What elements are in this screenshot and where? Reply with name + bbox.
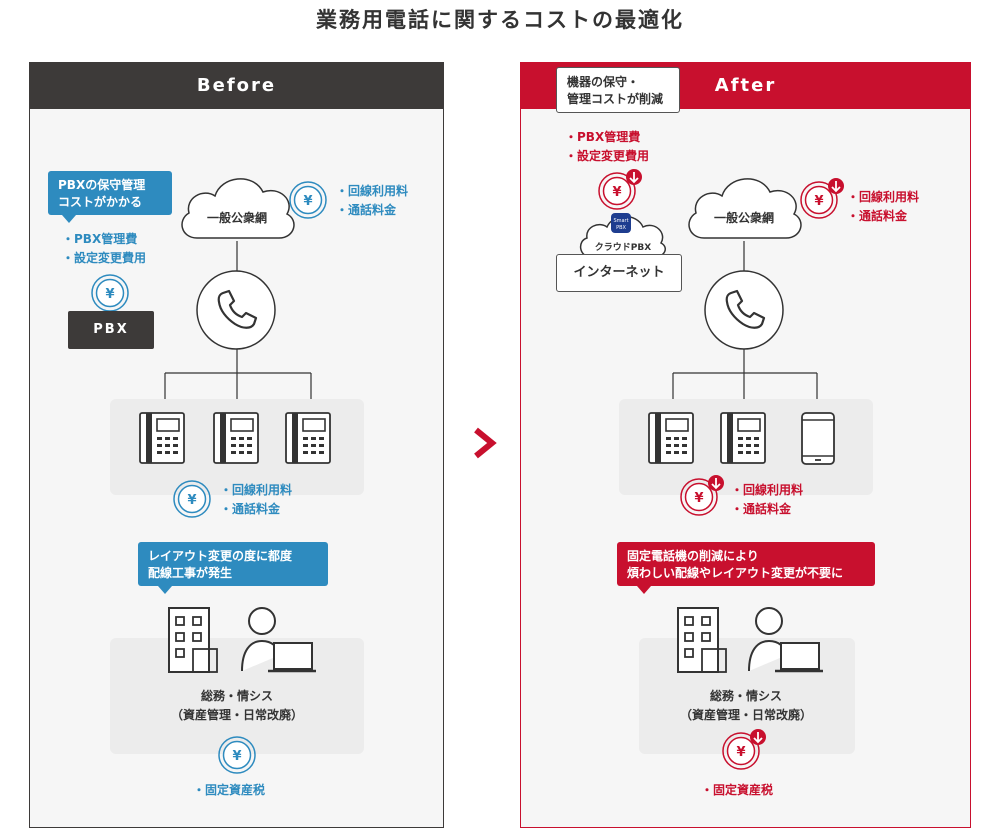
yen-down-icon: ¥ bbox=[722, 729, 766, 770]
maintenance-callout: 機器の保守・ 管理コストが削減 bbox=[556, 67, 680, 113]
cloud-label: 一般公衆網 bbox=[713, 211, 774, 225]
callout-tail bbox=[62, 215, 76, 223]
pbx-box: PBX bbox=[68, 311, 154, 349]
layout-callout: レイアウト変更の度に都度 配線工事が発生 bbox=[138, 542, 328, 594]
pbx-cost-2: ・設定変更費用 bbox=[565, 149, 650, 163]
callout-line: 機器の保守・ bbox=[567, 75, 640, 89]
callout-line: 煩わしい配線やレイアウト変更が不要に bbox=[627, 566, 844, 580]
callout-line: PBXの保守管理 bbox=[58, 178, 146, 192]
office-area bbox=[110, 638, 364, 754]
svg-text:¥: ¥ bbox=[814, 194, 823, 209]
pbx-cost-1: ・PBX管理費 bbox=[565, 130, 641, 144]
desk-phone-icon bbox=[648, 412, 694, 464]
office-sublabel: （資産管理・日常改廃） bbox=[679, 708, 812, 722]
cloud-icon bbox=[181, 178, 295, 239]
before-diagram-lines bbox=[164, 241, 312, 403]
callout-line: レイアウト変更の度に都度 bbox=[148, 549, 293, 563]
svg-text:¥: ¥ bbox=[694, 491, 703, 506]
cloud-pbx-label: クラウドPBX bbox=[594, 243, 652, 253]
smartpbx-logo-text: PBX bbox=[616, 225, 626, 231]
callout-line: 配線工事が発生 bbox=[148, 566, 233, 580]
network-cost-1: ・回線利用料 bbox=[336, 184, 409, 198]
network-cost-2: ・通話料金 bbox=[847, 209, 908, 223]
svg-text:¥: ¥ bbox=[232, 749, 241, 764]
office-label: 総務・情シス bbox=[709, 689, 782, 703]
device-cost-1: ・回線利用料 bbox=[220, 483, 293, 497]
person-at-laptop-icon bbox=[241, 607, 316, 673]
callout-tail bbox=[637, 586, 651, 594]
cloud-label: 一般公衆網 bbox=[206, 211, 267, 225]
pbx-cost-2: ・設定変更費用 bbox=[62, 251, 147, 265]
desk-phone-icon bbox=[139, 412, 185, 464]
before-header: Before bbox=[30, 63, 443, 109]
tax-note: ・固定資産税 bbox=[193, 783, 266, 797]
tax-note: ・固定資産税 bbox=[701, 783, 774, 797]
phone-icon bbox=[704, 270, 784, 350]
phone-icon bbox=[196, 270, 276, 350]
yen-down-icon: ¥ bbox=[680, 475, 724, 516]
device-cost-2: ・通話料金 bbox=[220, 502, 281, 516]
desk-phone-icon bbox=[213, 412, 259, 464]
svg-text:¥: ¥ bbox=[187, 493, 196, 508]
callout-line: 管理コストが削減 bbox=[567, 92, 664, 106]
smartphone-icon bbox=[801, 412, 835, 465]
callout-line: 固定電話機の削減により bbox=[627, 549, 759, 563]
pbx-cost-1: ・PBX管理費 bbox=[62, 232, 138, 246]
after-diagram-lines bbox=[672, 241, 818, 403]
before-panel: Before 一般公衆網 ¥ ・回線利用料 ・通話料金 PBXの保守管理 コスト… bbox=[29, 62, 444, 828]
after-panel: After 機器の保守・ 管理コストが削減 ・PBX管理費 ・設定変更費用 ¥ … bbox=[520, 62, 971, 828]
smartpbx-logo-text: Smart bbox=[613, 218, 628, 224]
yen-down-icon: ¥ bbox=[800, 178, 844, 219]
page-title: 業務用電話に関するコストの最適化 bbox=[316, 8, 684, 32]
svg-text:¥: ¥ bbox=[736, 745, 745, 760]
internet-box: インターネット bbox=[556, 254, 682, 292]
office-label: 総務・情シス bbox=[200, 689, 273, 703]
building-icon bbox=[168, 607, 218, 673]
desk-phone-icon bbox=[720, 412, 766, 464]
fixed-phone-callout: 固定電話機の削減により 煩わしい配線やレイアウト変更が不要に bbox=[617, 542, 875, 594]
person-at-laptop-icon bbox=[748, 607, 823, 673]
svg-text:¥: ¥ bbox=[612, 185, 621, 200]
network-cost-1: ・回線利用料 bbox=[847, 190, 920, 204]
yen-icon: ¥ bbox=[289, 181, 327, 219]
yen-icon: ¥ bbox=[173, 480, 211, 518]
yen-down-icon: ¥ bbox=[598, 169, 642, 210]
office-sublabel: （資産管理・日常改廃） bbox=[170, 708, 303, 722]
building-icon bbox=[677, 607, 727, 673]
svg-text:¥: ¥ bbox=[105, 287, 114, 302]
yen-icon: ¥ bbox=[218, 736, 256, 774]
callout-line: コストがかかる bbox=[58, 195, 143, 209]
svg-text:¥: ¥ bbox=[303, 194, 312, 209]
desk-phone-icon bbox=[285, 412, 331, 464]
cloud-pbx-icon: Smart PBX bbox=[579, 213, 666, 258]
callout-tail bbox=[158, 586, 172, 594]
network-cost-2: ・通話料金 bbox=[336, 203, 397, 217]
device-cost-2: ・通話料金 bbox=[731, 502, 792, 516]
chevron-right-icon bbox=[474, 427, 497, 459]
device-cost-1: ・回線利用料 bbox=[731, 483, 804, 497]
pbx-cost-callout: PBXの保守管理 コストがかかる bbox=[48, 171, 172, 223]
cloud-icon bbox=[688, 178, 802, 239]
yen-icon: ¥ bbox=[91, 274, 129, 312]
